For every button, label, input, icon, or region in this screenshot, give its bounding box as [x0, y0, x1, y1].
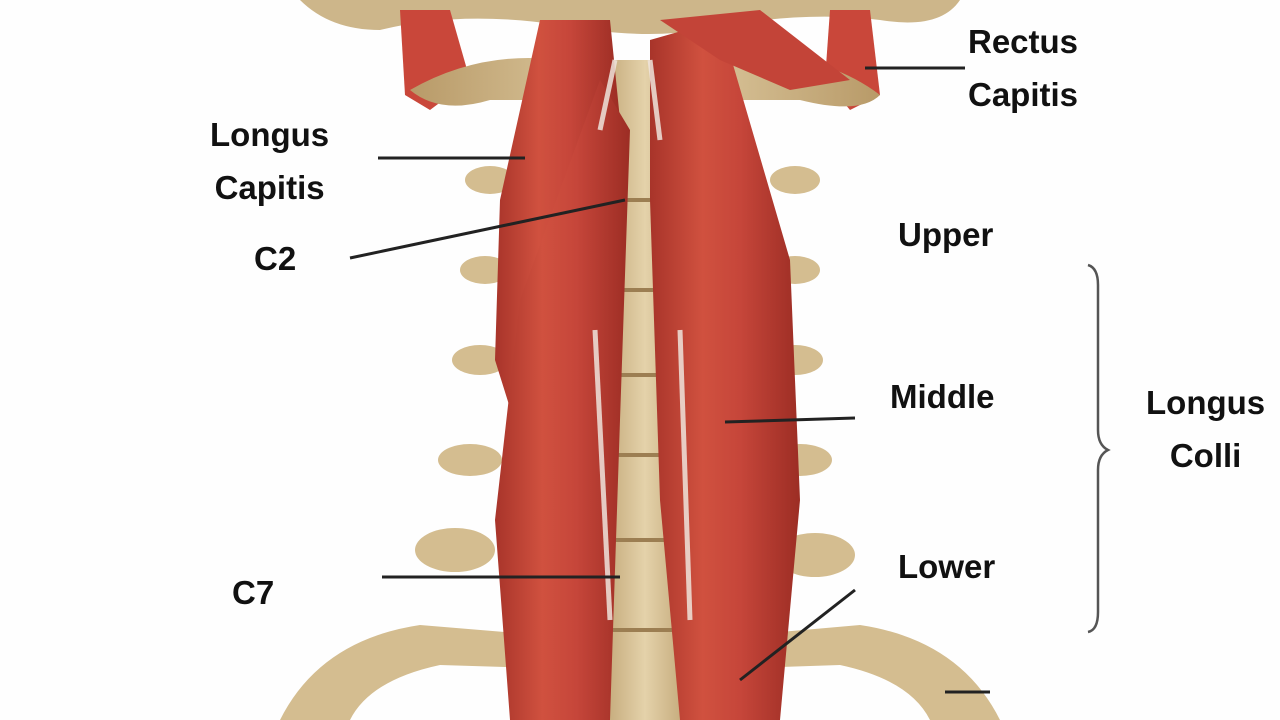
longus-colli-left — [495, 80, 630, 720]
label-middle: Middle — [890, 378, 995, 415]
longus-colli-brace — [1087, 263, 1111, 634]
leader-lower — [739, 588, 856, 682]
label-c7: C7 — [232, 574, 275, 611]
skull-base — [300, 0, 960, 34]
label-c2: C2 — [254, 240, 297, 277]
leader-lines — [349, 66, 990, 694]
longus-colli-right — [650, 20, 800, 720]
leader-middle — [724, 416, 856, 424]
label-upper: Upper — [898, 216, 994, 253]
label-lower: Lower — [898, 548, 996, 585]
leader-c2 — [349, 198, 626, 260]
muscle-right-upper — [660, 10, 850, 90]
muscle-tendons — [592, 59, 693, 621]
